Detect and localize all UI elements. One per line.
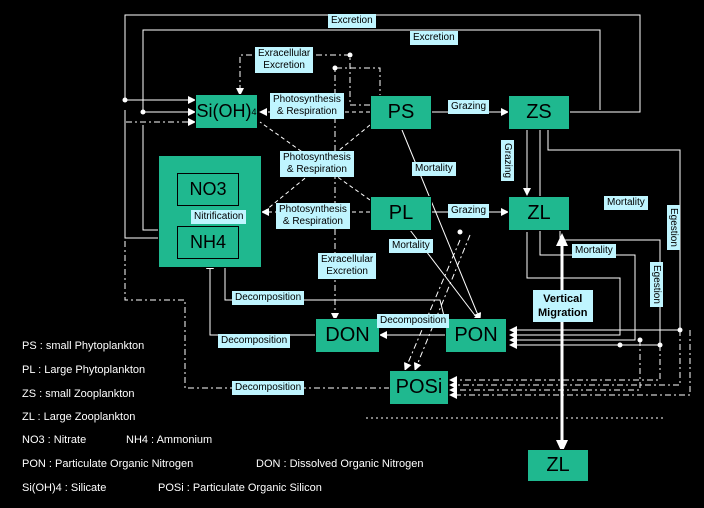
photosynthesis-label-3: Photosynthesis & Respiration xyxy=(276,203,350,229)
grazing-label-vertical: Grazing xyxy=(501,140,514,182)
mortality-label-ps: Mortality xyxy=(412,162,456,176)
egestion-label-2: Egestion xyxy=(650,262,663,307)
vertical-migration-label: Vertical Migration xyxy=(533,290,593,322)
node-nh4: NH4 xyxy=(177,226,239,259)
egestion-label-1: Egestion xyxy=(667,205,680,250)
exracellular-excretion-label-mid: Exracellular Excretion xyxy=(318,253,377,279)
legend-sioh: Si(OH)4 : Silicate xyxy=(22,482,107,494)
node-zs: ZS xyxy=(508,95,570,130)
node-pon: PON xyxy=(445,318,507,353)
legend-ps: PS : small Phytoplankton xyxy=(22,340,145,352)
excretion-label-2: Excretion xyxy=(410,31,458,45)
mortality-label-zl: Mortality xyxy=(572,244,616,258)
node-don: DON xyxy=(315,318,380,353)
nitrification-label: Nitrification xyxy=(191,210,247,224)
node-sioh: Si(OH)4 xyxy=(195,94,258,129)
node-posi: POSi xyxy=(389,370,449,405)
mortality-label-pl: Mortality xyxy=(389,239,433,253)
node-ps: PS xyxy=(370,95,432,130)
decomposition-label-2: Decomposition xyxy=(377,314,450,328)
node-zl: ZL xyxy=(508,196,570,231)
node-pl: PL xyxy=(370,196,432,231)
photosynthesis-label-1: Photosynthesis & Respiration xyxy=(270,93,344,119)
mortality-label-zs: Mortality xyxy=(604,196,648,210)
legend-pl: PL : Large Phytoplankton xyxy=(22,364,146,376)
legend-no3: NO3 : Nitrate xyxy=(22,434,87,446)
exracellular-excretion-label-top: Exracellular Excretion xyxy=(255,47,314,73)
decomposition-label-1: Decomposition xyxy=(232,291,305,305)
legend-zl: ZL : Large Zooplankton xyxy=(22,411,136,423)
photosynthesis-label-2: Photosynthesis & Respiration xyxy=(280,151,354,177)
legend-posi: POSi : Particulate Organic Silicon xyxy=(158,482,322,494)
decomposition-label-4: Decomposition xyxy=(232,381,305,395)
grazing-label-2: Grazing xyxy=(448,204,490,218)
legend-nh4: NH4 : Ammonium xyxy=(126,434,213,446)
legend-zs: ZS : small Zooplankton xyxy=(22,388,135,400)
legend-don: DON : Dissolved Organic Nitrogen xyxy=(256,458,424,470)
decomposition-label-3: Decomposition xyxy=(218,334,291,348)
grazing-label-1: Grazing xyxy=(448,100,490,114)
node-zl-deep: ZL xyxy=(527,449,589,482)
node-no3: NO3 xyxy=(177,173,239,206)
legend-pon: PON : Particulate Organic Nitrogen xyxy=(22,458,194,470)
excretion-label-top: Excretion xyxy=(328,14,376,28)
